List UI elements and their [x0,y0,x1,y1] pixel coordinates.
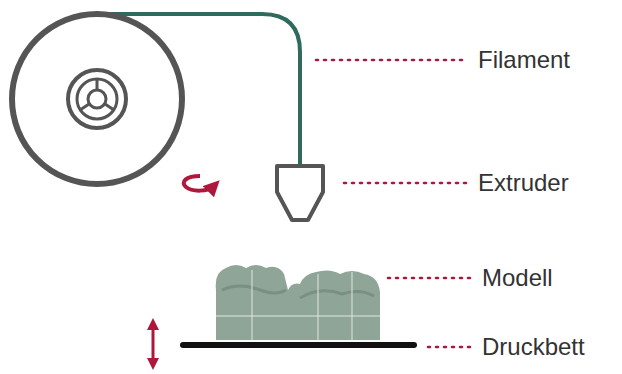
printed-model [216,265,380,340]
extruder-nozzle [277,166,323,220]
print-bed [183,342,414,348]
filament-spool [12,14,182,184]
part-label: Filament [478,48,570,72]
part-label: Druckbett [482,335,585,359]
rotation-arrow [184,176,214,191]
part-label: Extruder [478,171,569,195]
part-label: Modell [482,266,553,290]
bed-motion-arrow [152,324,155,364]
leader-lines [316,60,470,347]
